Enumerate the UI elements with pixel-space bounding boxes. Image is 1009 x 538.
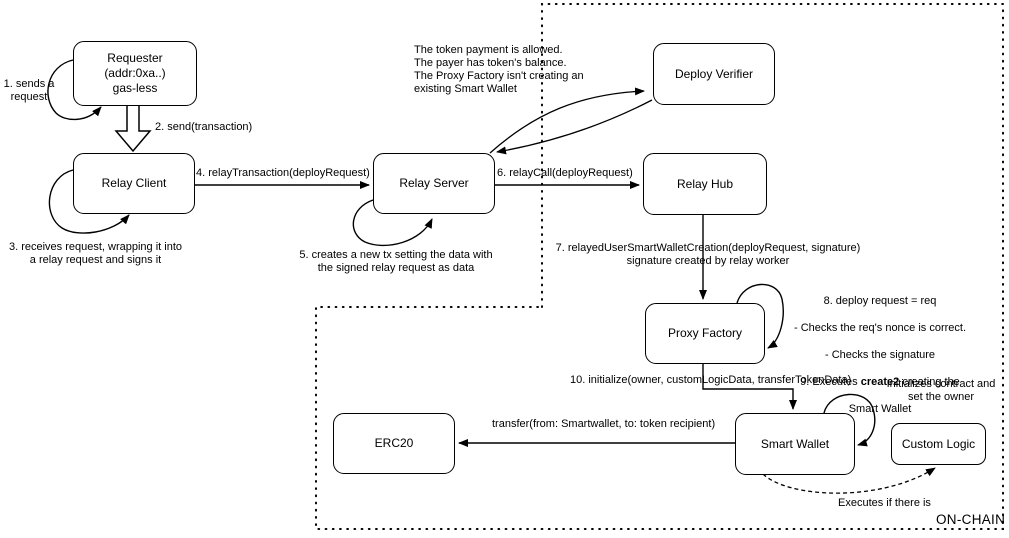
executes-dashed-arrow xyxy=(762,467,936,494)
label-step1: 1. sends a request xyxy=(3,78,55,103)
create2-bold-text: create2 xyxy=(860,375,900,388)
initialize-arrow xyxy=(702,362,797,410)
label-onchain-region: ON-CHAIN xyxy=(936,512,1006,527)
requester-self-loop-arrow xyxy=(47,59,102,121)
proxy-factory-self-loop-arrow xyxy=(736,283,784,349)
label-step10: 10. initialize(owner, customLogicData, t… xyxy=(570,374,852,386)
smart-wallet-self-loop-arrow xyxy=(823,393,876,447)
label-verifier-note: The token payment is allowed. The payer … xyxy=(414,44,584,95)
relay-client-self-loop-arrow xyxy=(48,169,130,234)
server-to-verifier-arrow xyxy=(489,87,645,154)
relay-server-self-loop-arrow xyxy=(352,199,433,247)
node-custom-logic: Custom Logic xyxy=(891,423,986,465)
label-step4: 4. relayTransaction(deployRequest) xyxy=(196,167,370,179)
node-erc20: ERC20 xyxy=(333,413,455,474)
label-step6: 6. relayCall(deployRequest) xyxy=(497,167,633,179)
label-step5: 5. creates a new tx setting the data wit… xyxy=(299,249,493,274)
node-deploy-verifier: Deploy Verifier xyxy=(653,43,775,105)
label-step8-line3: - Checks the signature xyxy=(824,348,936,361)
label-transfer: transfer(from: Smartwallet, to: token re… xyxy=(492,418,716,430)
label-step8-line2: - Checks the req's nonce is correct. xyxy=(793,321,967,334)
label-step8-line1: 8. deploy request = req xyxy=(823,294,937,307)
label-custom-logic-note: Initializes contract and set the owner xyxy=(886,378,996,403)
label-step9-line2: Smart Wallet xyxy=(848,402,912,415)
label-step2: 2. send(transaction) xyxy=(155,121,253,133)
node-proxy-factory: Proxy Factory xyxy=(645,303,765,364)
label-step3: 3. receives request, wrapping it into a … xyxy=(8,241,183,266)
label-step8-9: 8. deploy request = req - Checks the req… xyxy=(780,281,980,430)
node-requester: Requester (addr:0xa..) gas-less xyxy=(73,41,197,106)
verifier-to-server-arrow xyxy=(496,99,653,155)
onchain-boundary xyxy=(315,3,1004,530)
send-transaction-block-arrow xyxy=(114,103,152,153)
node-smart-wallet: Smart Wallet xyxy=(735,413,855,475)
label-step7: 7. relayedUserSmartWalletCreation(deploy… xyxy=(555,242,861,267)
node-relay-client: Relay Client xyxy=(73,153,195,214)
node-relay-hub: Relay Hub xyxy=(643,153,767,215)
label-executes-if-there-is: Executes if there is xyxy=(838,497,931,509)
label-step9-line1: 9. Executes create2 creating the xyxy=(800,375,960,388)
node-relay-server: Relay Server xyxy=(373,153,495,214)
